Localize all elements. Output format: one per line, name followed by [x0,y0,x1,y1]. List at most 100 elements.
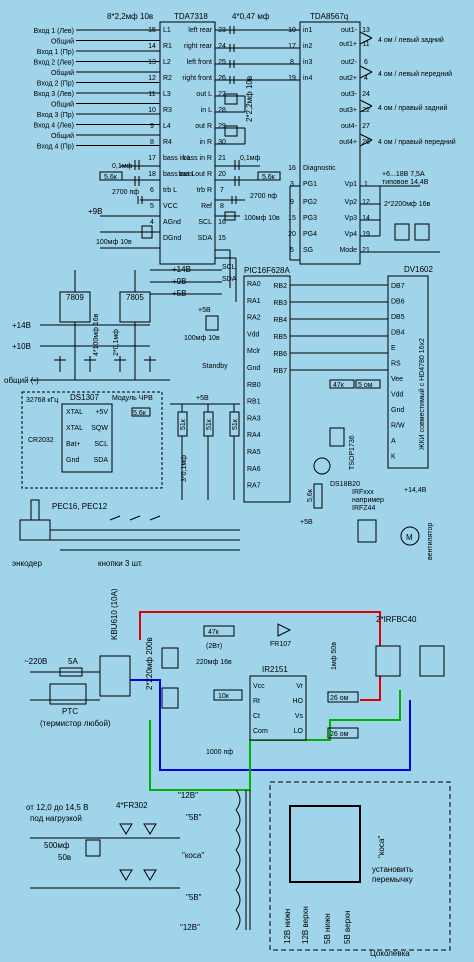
cap-100-right: 100мф 10в [244,215,280,222]
out-voltage: от 12,0 до 14,5 В под нагрузкой [26,803,91,823]
ds1307-pin: SQW [91,425,108,432]
jumper-line2: перемычку [372,875,413,884]
tda8567-pin: Vp4 [345,231,358,238]
pinout-label: Цоколевка [370,949,410,958]
cap-r1-label: 4*100мф 16в [93,313,100,356]
pin-number: 9 [150,123,154,130]
pin-number: 12 [362,199,370,206]
res-51k-label: 51к [180,418,187,430]
pin-number: 19 [362,231,370,238]
pic-pins: RA0RA1RA2VddMclrGndRB0RB1RA3RA4RA5RA6RA7… [247,281,287,490]
tda7318-pin: out R [195,123,212,130]
tda7318-pin: in L [201,107,212,114]
pin-number: 11 [362,41,369,48]
buttons-label: кнопки 3 шт. [98,559,143,568]
speaker-wire [359,105,373,113]
pic-pin: RB6 [273,351,287,358]
tda8567-pin: in2 [303,43,312,50]
pin-number: 14 [362,215,370,222]
pin-number: 20 [218,171,226,178]
tap-12-b: "12В" [180,923,200,932]
tone-network-right [215,160,281,221]
pin-number: 17 [288,43,296,50]
mid-cap-label: 4*0,47 мф [232,12,270,21]
pic-pin: RB1 [247,399,261,406]
ir2151-pin: Vcc [253,683,265,690]
sda-label: SDA [222,276,237,283]
diodes-label: 4*FR302 [116,801,148,810]
plus14-rail: +14В [172,265,191,274]
irf-line2: например [352,497,384,504]
pinout-pin-label: 12В верхн [301,906,310,944]
speaker-wire [359,71,373,79]
pin-number: 13 [148,59,156,66]
pin-number: 5 [150,203,154,210]
lcd-description: ЖКИ совместимый с HD4780 16х2 [418,338,426,450]
pin-number: 11 [148,91,155,98]
crystal-label: 32768 кГц [26,397,58,404]
bridge-label: KBU610 (10A) [110,588,119,640]
plus5-mcu: +5В [198,307,211,314]
cap-big-1 [161,647,179,669]
speaker-label: 4 ом / правый задний [378,104,448,112]
rtc-module-frame [21,391,163,489]
cap-big-label: 2*220мф 200в [145,637,154,690]
ds1307-pin: +5V [95,409,108,416]
mains-wiring [30,671,100,701]
pinout-pin-label: 5В верхн [343,911,352,944]
pin-number: 28 [218,107,226,114]
tap-5-a: "5В" [186,813,202,822]
ptc-label: PTC [62,707,78,716]
out-voltage-line1: от 12,0 до 14,5 В [26,803,88,812]
lcd-pin: Gnd [391,407,404,414]
tda7318-pin: DGnd [163,235,181,242]
pic-pin: RA6 [247,466,261,473]
ir2151-chip [249,675,307,741]
irf-line1: IRFxxx [352,489,374,496]
cap-100-mcu-label: 100мф 10в [184,335,220,342]
pic-pin: RB5 [273,334,287,341]
pic-pin: RA0 [247,281,261,288]
res-10k-label: 10к [218,693,230,700]
cap-01-left: 0,1мф [112,163,133,170]
plus9-label: +9В [88,207,102,216]
transformer-core [289,805,361,883]
input-label: Вход 1 (Пр) [37,49,74,56]
irf-mosfet [357,519,377,543]
speaker-wire [359,65,373,73]
mains-label: ~220В [24,657,47,666]
encoder-body [19,519,51,541]
pic-pin: RB3 [273,300,287,307]
plus5-res: +5В [196,395,209,402]
tda7318-pin: left rear [188,27,212,34]
power-rails [150,249,237,302]
tda8567-pin: out4+ [339,139,357,146]
psu-note: +6...18В 7,5А типовое 14,4В [382,171,429,186]
pin-number: 25 [218,59,226,66]
reg-7809 [59,291,91,323]
tda7318-pin: R4 [163,139,172,146]
tda7318-pin: left front [187,59,212,66]
pin-number: 8 [150,139,154,146]
res-47k-psu [203,625,235,637]
caps-01-label: 3*0,1мф [181,455,188,482]
ir2151-pin: Vs [295,713,304,720]
tda7318-pin: right front [182,75,212,82]
kosa-label: "коса" [377,836,386,858]
input-label: Общий [51,132,74,140]
irf-label: IRFxxx например IRFZ44 [352,489,386,512]
cap-1000-label: 1000 пф [206,749,233,756]
diode-label: FR107 [270,641,291,648]
tda8567-pin: out3+ [339,107,357,114]
tda8567-pin: out1+ [339,41,357,48]
tda7318-pin: AGnd [163,219,181,226]
ptc-note: (термистор любой) [40,719,111,728]
pin-number: 6 [150,187,154,194]
jumper-label: установить перемычку [372,865,416,884]
ds-resistor [131,407,151,417]
pin-number: 27 [218,91,226,98]
standby-label: Standby [202,363,228,370]
pin-number: 15 [218,235,226,242]
